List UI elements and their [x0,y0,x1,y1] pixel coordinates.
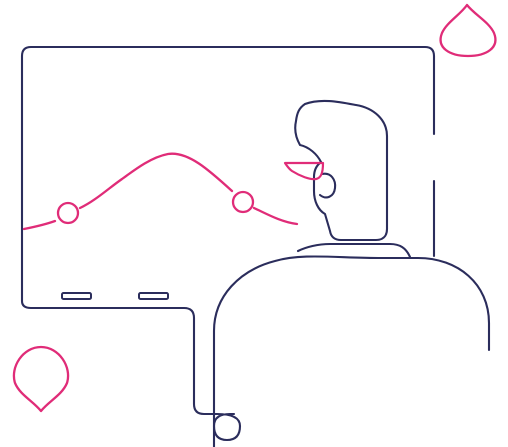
person-torso [212,255,491,447]
map-pin-icon [439,3,497,58]
presentation-board [138,45,436,136]
screen-control-left [61,292,92,300]
graph-node-right [231,190,255,214]
graph-line [22,152,299,231]
board-left-frame [20,45,219,416]
map-pin-icon [12,345,70,413]
cable-loop [212,412,242,442]
glasses-icon [283,161,325,181]
graph-node-left [56,201,80,225]
person-head [294,99,389,242]
person-ear [318,172,337,199]
screen-control-right [138,292,169,300]
person-collar [296,242,412,259]
